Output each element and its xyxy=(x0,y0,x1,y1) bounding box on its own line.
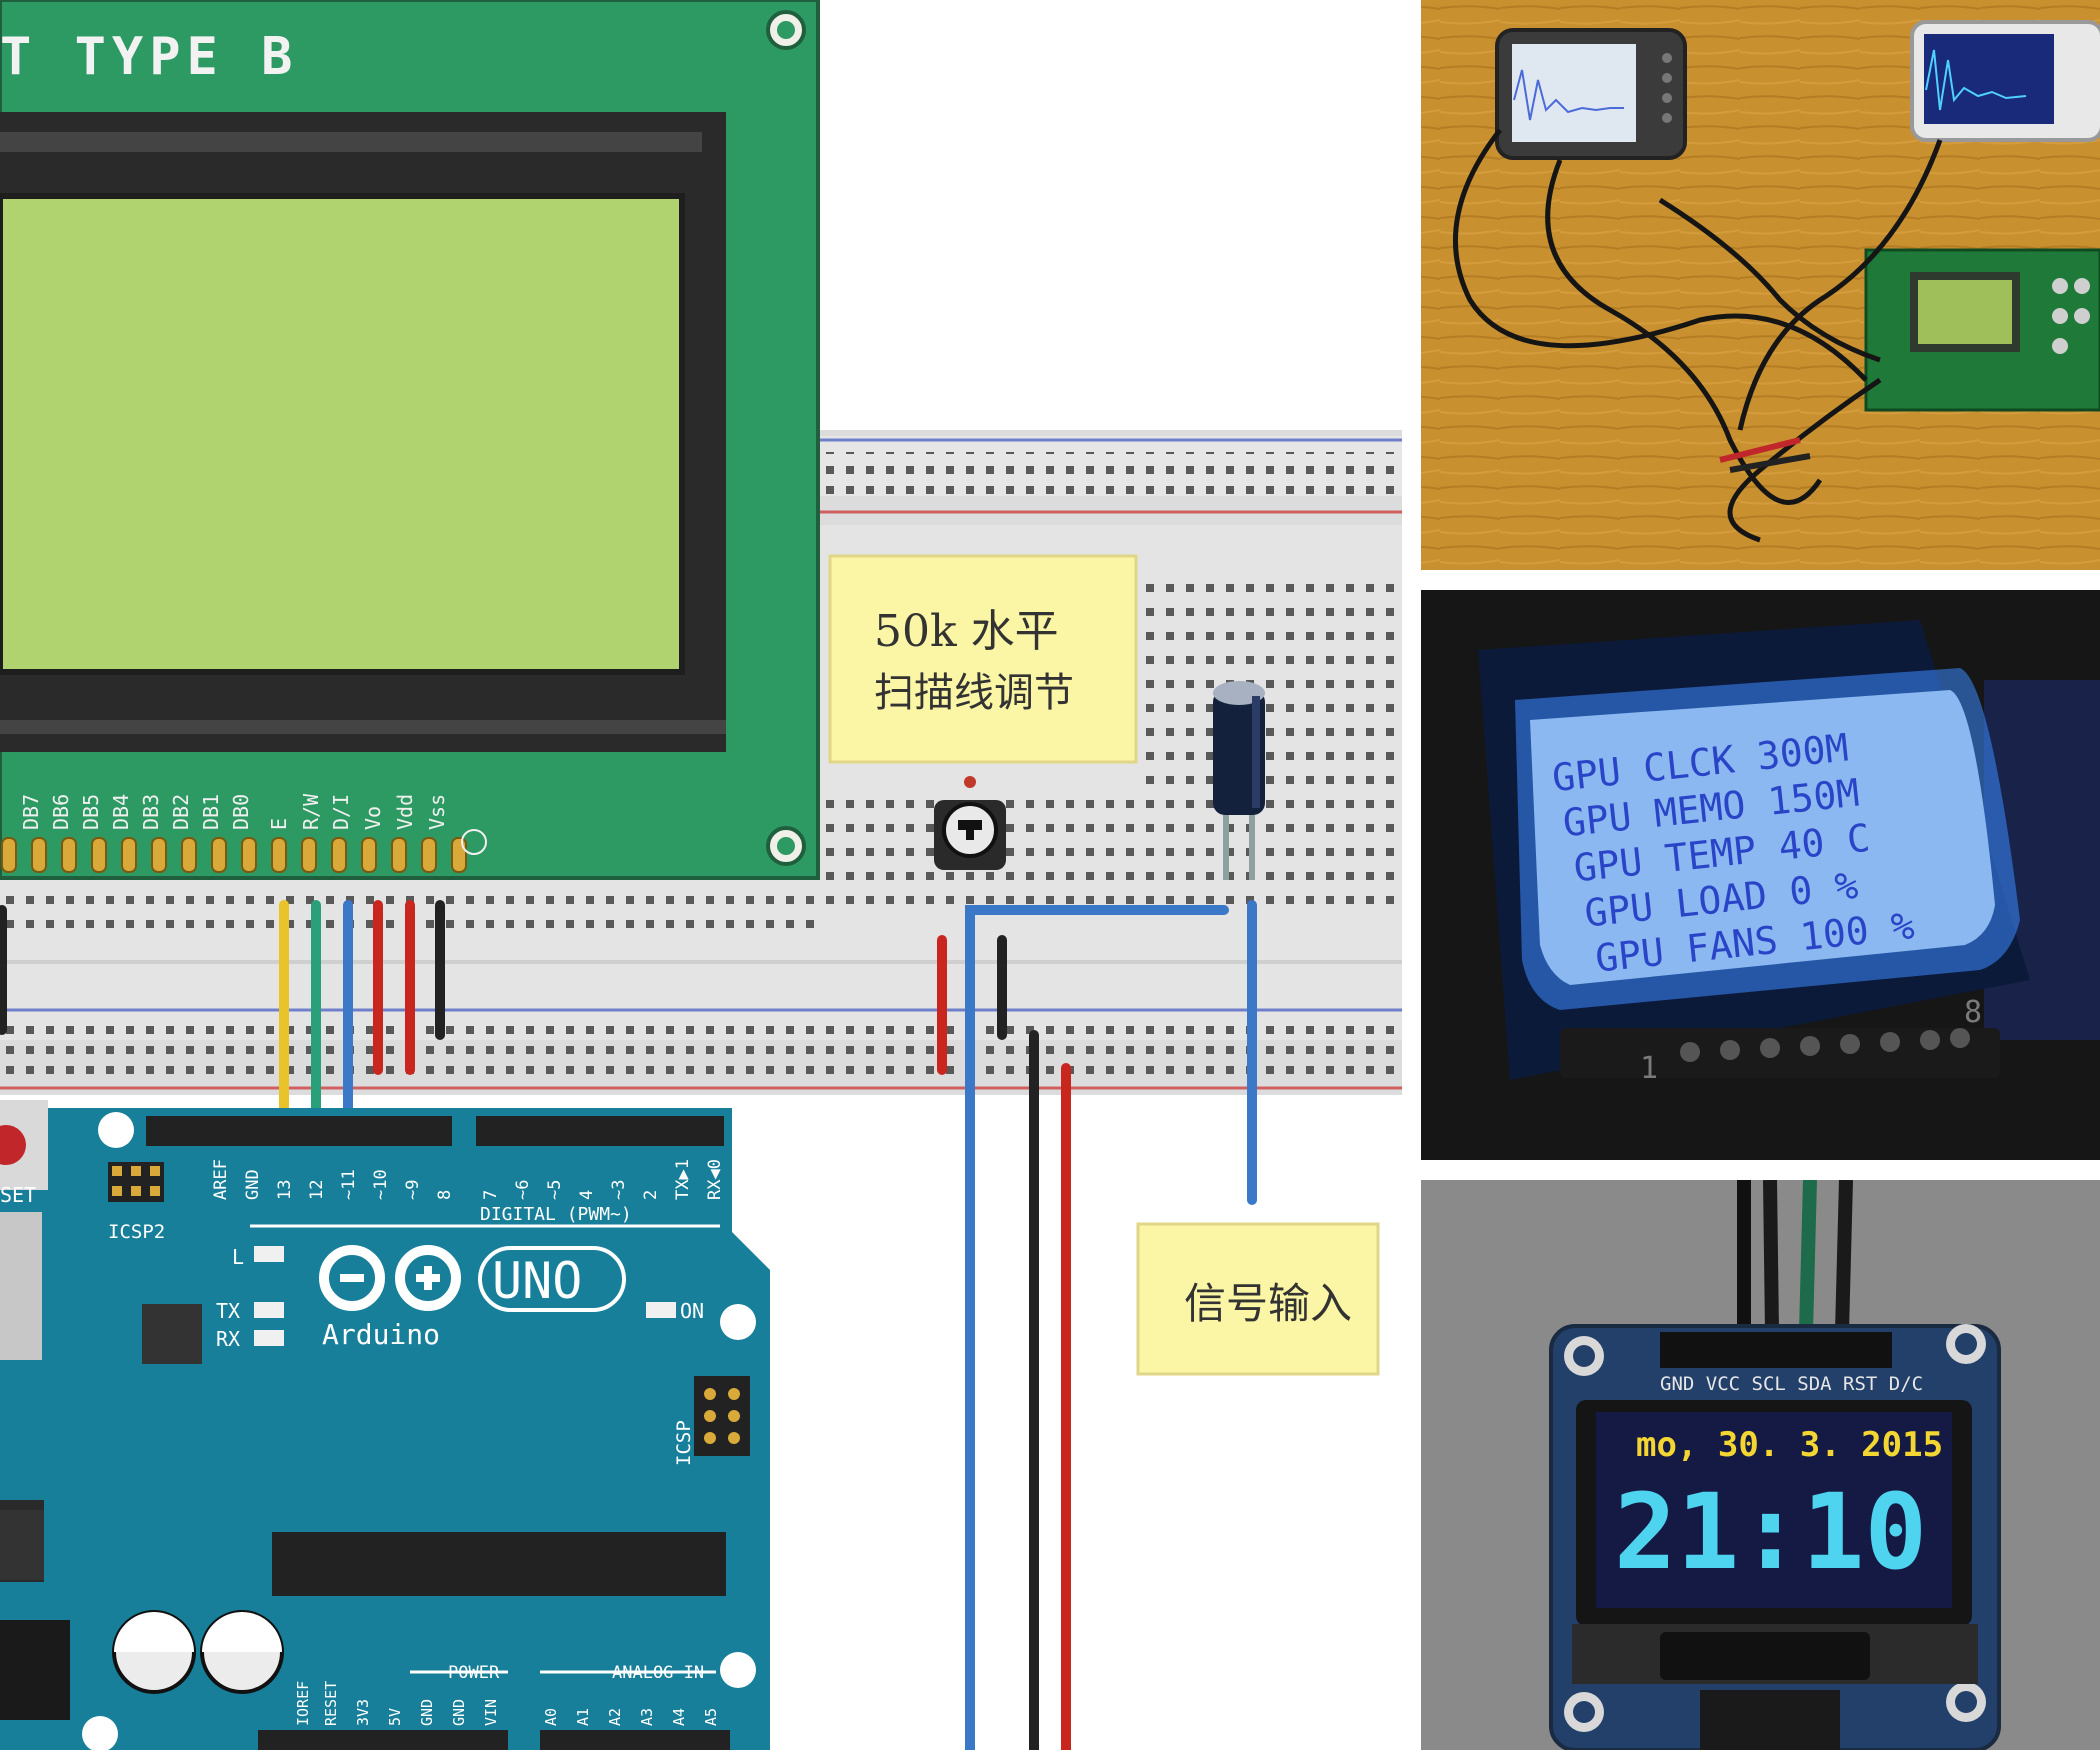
cables xyxy=(1452,128,1943,543)
dpin-aref: AREF xyxy=(211,1159,231,1200)
led-tx-label: TX xyxy=(216,1299,240,1323)
oled-header-pins: GND VCC SCL SDA RST D/C xyxy=(1660,1373,1923,1395)
digital-pin-labels: AREF GND 13 12 ~11 ~10 ~9 8 7 ~6 ~5 4 ~3… xyxy=(211,1159,725,1200)
dpin-3: ~3 xyxy=(609,1180,629,1200)
dpin-8: 8 xyxy=(435,1190,455,1200)
nokia-pin-1: 1 xyxy=(1640,1051,1658,1086)
analog-pin-labels: A0 A1 A2 A3 A4 A5 xyxy=(542,1708,720,1726)
pot-note: 50k 水平 扫描线调节 xyxy=(828,554,1138,764)
lcd-pin-db6: DB6 xyxy=(49,794,73,830)
scope-kit xyxy=(1864,248,2100,412)
dpin-1: TX▶1 xyxy=(673,1159,693,1200)
lcd-pin-db0: DB0 xyxy=(229,794,253,830)
capacitor xyxy=(1213,681,1265,880)
apin-a1: A1 xyxy=(574,1708,592,1726)
wires-lcd xyxy=(0,900,445,1145)
dpin-10: ~10 xyxy=(371,1169,391,1200)
ppin-vin: VIN xyxy=(482,1699,500,1726)
apin-a5: A5 xyxy=(702,1708,720,1726)
apin-a0: A0 xyxy=(542,1708,560,1726)
photo-oled-clock: GND VCC SCL SDA RST D/C mo, 30. 3. 2015 … xyxy=(1421,1180,2100,1750)
lcd-pin-e: E xyxy=(267,818,291,830)
dpin-11: ~11 xyxy=(339,1169,359,1200)
circuit-diagram: T TYPE B DB7 DB6 DB5 DB4 DB3 DB2 DB1 DB0… xyxy=(0,0,1402,1750)
lcd-pin-rw: R/W xyxy=(299,793,323,830)
power-header: POWER xyxy=(448,1663,500,1683)
lcd-pin-di: D/I xyxy=(329,794,353,830)
dpin-6: ~6 xyxy=(513,1180,533,1200)
pot-note-line2: 扫描线调节 xyxy=(874,670,1074,716)
dpin-2: 2 xyxy=(641,1190,661,1200)
lcd-pin-header xyxy=(1,837,467,873)
dpin-9: ~9 xyxy=(403,1180,423,1200)
ppin-ioref: IOREF xyxy=(294,1681,312,1726)
digital-header: DIGITAL (PWM~) xyxy=(480,1204,632,1225)
lcd-pin-db1: DB1 xyxy=(199,794,223,830)
analog-header: ANALOG IN xyxy=(612,1663,704,1683)
dpin-5: ~5 xyxy=(545,1180,565,1200)
arduino-logo xyxy=(319,1245,461,1311)
led-l-label: L xyxy=(232,1245,244,1269)
lcd-pin-db4: DB4 xyxy=(109,794,133,830)
lcd-module: T TYPE B DB7 DB6 DB5 DB4 DB3 DB2 DB1 DB0… xyxy=(0,0,820,880)
arduino-model: UNO xyxy=(492,1252,582,1310)
lcd-pin-db3: DB3 xyxy=(139,794,163,830)
dpin-4: 4 xyxy=(577,1190,597,1200)
lcd-pin-db5: DB5 xyxy=(79,794,103,830)
scope-left xyxy=(1495,28,1687,160)
lcd-pin-db7: DB7 xyxy=(19,794,43,830)
apin-a4: A4 xyxy=(670,1708,688,1726)
lcd-pin-labels: DB7 DB6 DB5 DB4 DB3 DB2 DB1 DB0 E R/W D/… xyxy=(19,793,449,830)
icsp-label: ICSP xyxy=(673,1420,695,1466)
power-pin-labels: IOREF RESET 3V3 5V GND GND VIN xyxy=(294,1681,500,1726)
signal-note-text: 信号输入 xyxy=(1184,1279,1352,1328)
led-on-label: ON xyxy=(680,1299,704,1323)
photo-oscilloscopes xyxy=(1421,0,2100,570)
ppin-5v: 5V xyxy=(386,1708,404,1726)
signal-note: 信号输入 xyxy=(1136,1222,1380,1376)
lcd-title: T TYPE B xyxy=(0,27,298,87)
oled-date: mo, 30. 3. 2015 xyxy=(1636,1425,1943,1465)
apin-a3: A3 xyxy=(638,1708,656,1726)
pot-note-line1: 50k 水平 xyxy=(874,606,1059,657)
potentiometer xyxy=(934,776,1006,870)
arduino-logo-text: Arduino xyxy=(322,1318,440,1351)
nokia-pin-8: 8 xyxy=(1964,995,1982,1030)
dpin-7: 7 xyxy=(481,1190,501,1200)
reset-label: SET xyxy=(0,1183,36,1207)
dpin-gnd: GND xyxy=(243,1169,263,1200)
dpin-12: 12 xyxy=(307,1180,327,1200)
led-rx-label: RX xyxy=(216,1327,240,1351)
ppin-3v3: 3V3 xyxy=(354,1699,372,1726)
dpin-0: RX◀0 xyxy=(705,1159,725,1200)
photo-nokia-lcd: GPU CLCK 300M GPU MEMO 150M GPU TEMP 40 … xyxy=(1421,590,2100,1160)
ppin-reset: RESET xyxy=(322,1681,340,1726)
lcd-pin-db2: DB2 xyxy=(169,794,193,830)
icsp2-label: ICSP2 xyxy=(108,1221,165,1243)
lcd-pin-vo: Vo xyxy=(361,806,385,830)
lcd-pin-vdd: Vdd xyxy=(393,794,417,830)
ppin-gnd2: GND xyxy=(450,1699,468,1726)
wires-pot-signal xyxy=(937,900,1257,1750)
apin-a2: A2 xyxy=(606,1708,624,1726)
dpin-13: 13 xyxy=(275,1180,295,1200)
ppin-gnd1: GND xyxy=(418,1699,436,1726)
arduino-board: SET ICSP2 AREF GND 13 12 ~11 ~10 ~9 8 xyxy=(0,1100,770,1750)
lcd-pin-vss: Vss xyxy=(425,794,449,830)
scope-right xyxy=(1910,20,2100,142)
oled-time: 21:10 xyxy=(1614,1471,1927,1593)
